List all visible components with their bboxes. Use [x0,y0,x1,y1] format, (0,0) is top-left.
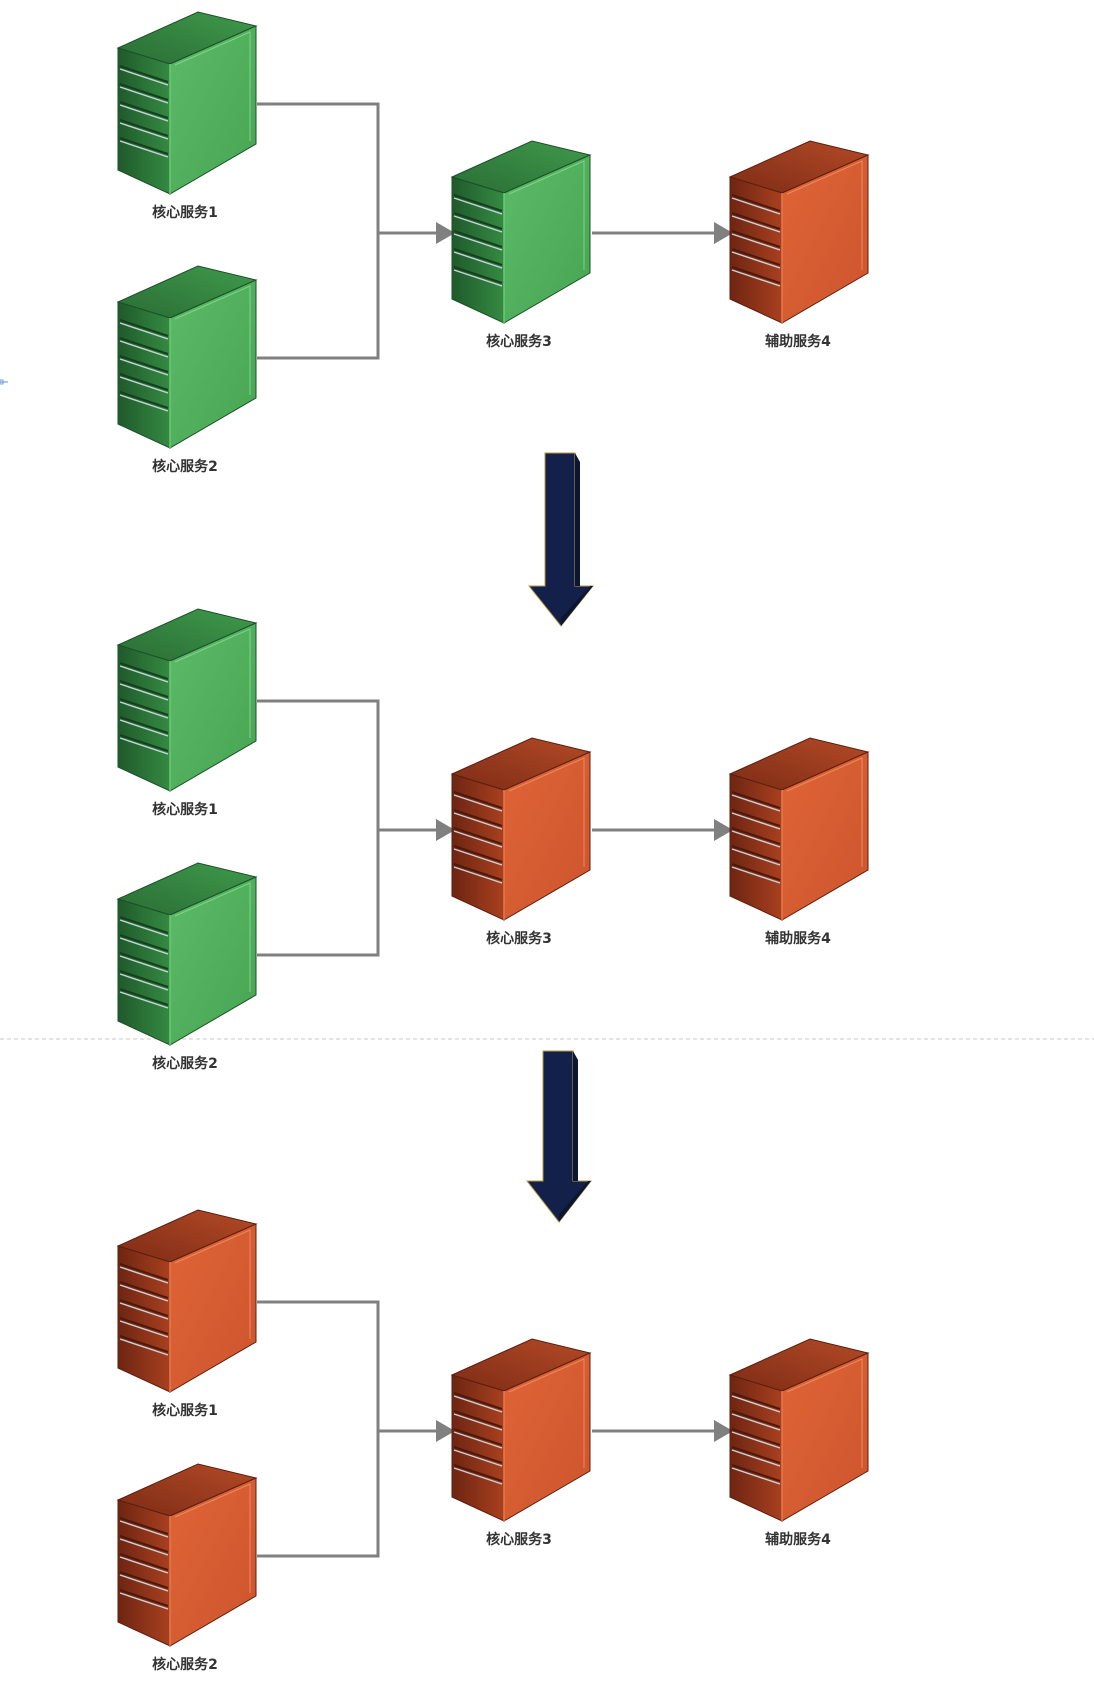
server-core-2-label: 核心服务2 [152,458,218,475]
arrowhead-to-aux-4 [714,1420,733,1442]
connector-1-2 [257,699,380,957]
stage-all-failed: 核心服务1 核心服务2 核心服务3 辅助服务4 [116,1209,870,1673]
server-core-2: 核心服务2 [116,265,258,475]
server-core-3-icon [450,737,592,921]
server-core-3-icon [450,140,592,324]
server-core-1-icon [116,11,258,195]
server-core-1-label: 核心服务1 [152,801,218,818]
connectors [257,1300,733,1558]
server-aux-4: 辅助服务4 [728,737,870,947]
arrowhead-to-core-3 [436,1420,455,1442]
server-core-2: 核心服务2 [116,862,258,1072]
server-core-3-label: 核心服务3 [486,1531,552,1548]
connector-1-2 [257,102,380,360]
arrowhead-to-core-3 [436,819,455,841]
page-edge-marker [0,379,8,385]
server-core-1: 核心服务1 [116,11,258,221]
server-core-3: 核心服务3 [450,140,592,350]
connectors [257,102,733,360]
server-core-1: 核心服务1 [116,608,258,818]
server-core-2-icon [116,862,258,1046]
connector-1-2 [257,1300,380,1558]
arrowhead-to-core-3 [436,222,455,244]
server-aux-4-label: 辅助服务4 [765,1531,831,1548]
server-core-3-label: 核心服务3 [486,333,552,350]
transition-arrow-1 [527,452,595,627]
server-core-2-icon [116,1463,258,1647]
server-core-3-icon [450,1338,592,1522]
server-core-3: 核心服务3 [450,1338,592,1548]
server-core-1-label: 核心服务1 [152,1402,218,1419]
server-core-1-icon [116,1209,258,1393]
server-core-1-label: 核心服务1 [152,204,218,221]
server-aux-4-icon [728,140,870,324]
server-aux-4: 辅助服务4 [728,1338,870,1548]
server-aux-4: 辅助服务4 [728,140,870,350]
server-core-2: 核心服务2 [116,1463,258,1673]
server-core-2-label: 核心服务2 [152,1656,218,1673]
server-core-2-icon [116,265,258,449]
server-aux-4-label: 辅助服务4 [765,930,831,947]
arrowhead-to-aux-4 [714,819,733,841]
server-core-2-label: 核心服务2 [152,1055,218,1072]
server-core-1: 核心服务1 [116,1209,258,1419]
stage-initial: 核心服务1 核心服务2 核心服务3 辅助服务4 [116,11,870,475]
server-aux-4-icon [728,1338,870,1522]
server-core-3-label: 核心服务3 [486,930,552,947]
stage-core3-failed: 核心服务1 核心服务2 核心服务3 辅助服务4 [116,608,870,1072]
connectors [257,699,733,957]
server-aux-4-icon [728,737,870,921]
arrowhead-to-aux-4 [714,222,733,244]
transition-arrow-2 [525,1050,593,1223]
server-aux-4-label: 辅助服务4 [765,333,831,350]
server-core-3: 核心服务3 [450,737,592,947]
server-core-1-icon [116,608,258,792]
